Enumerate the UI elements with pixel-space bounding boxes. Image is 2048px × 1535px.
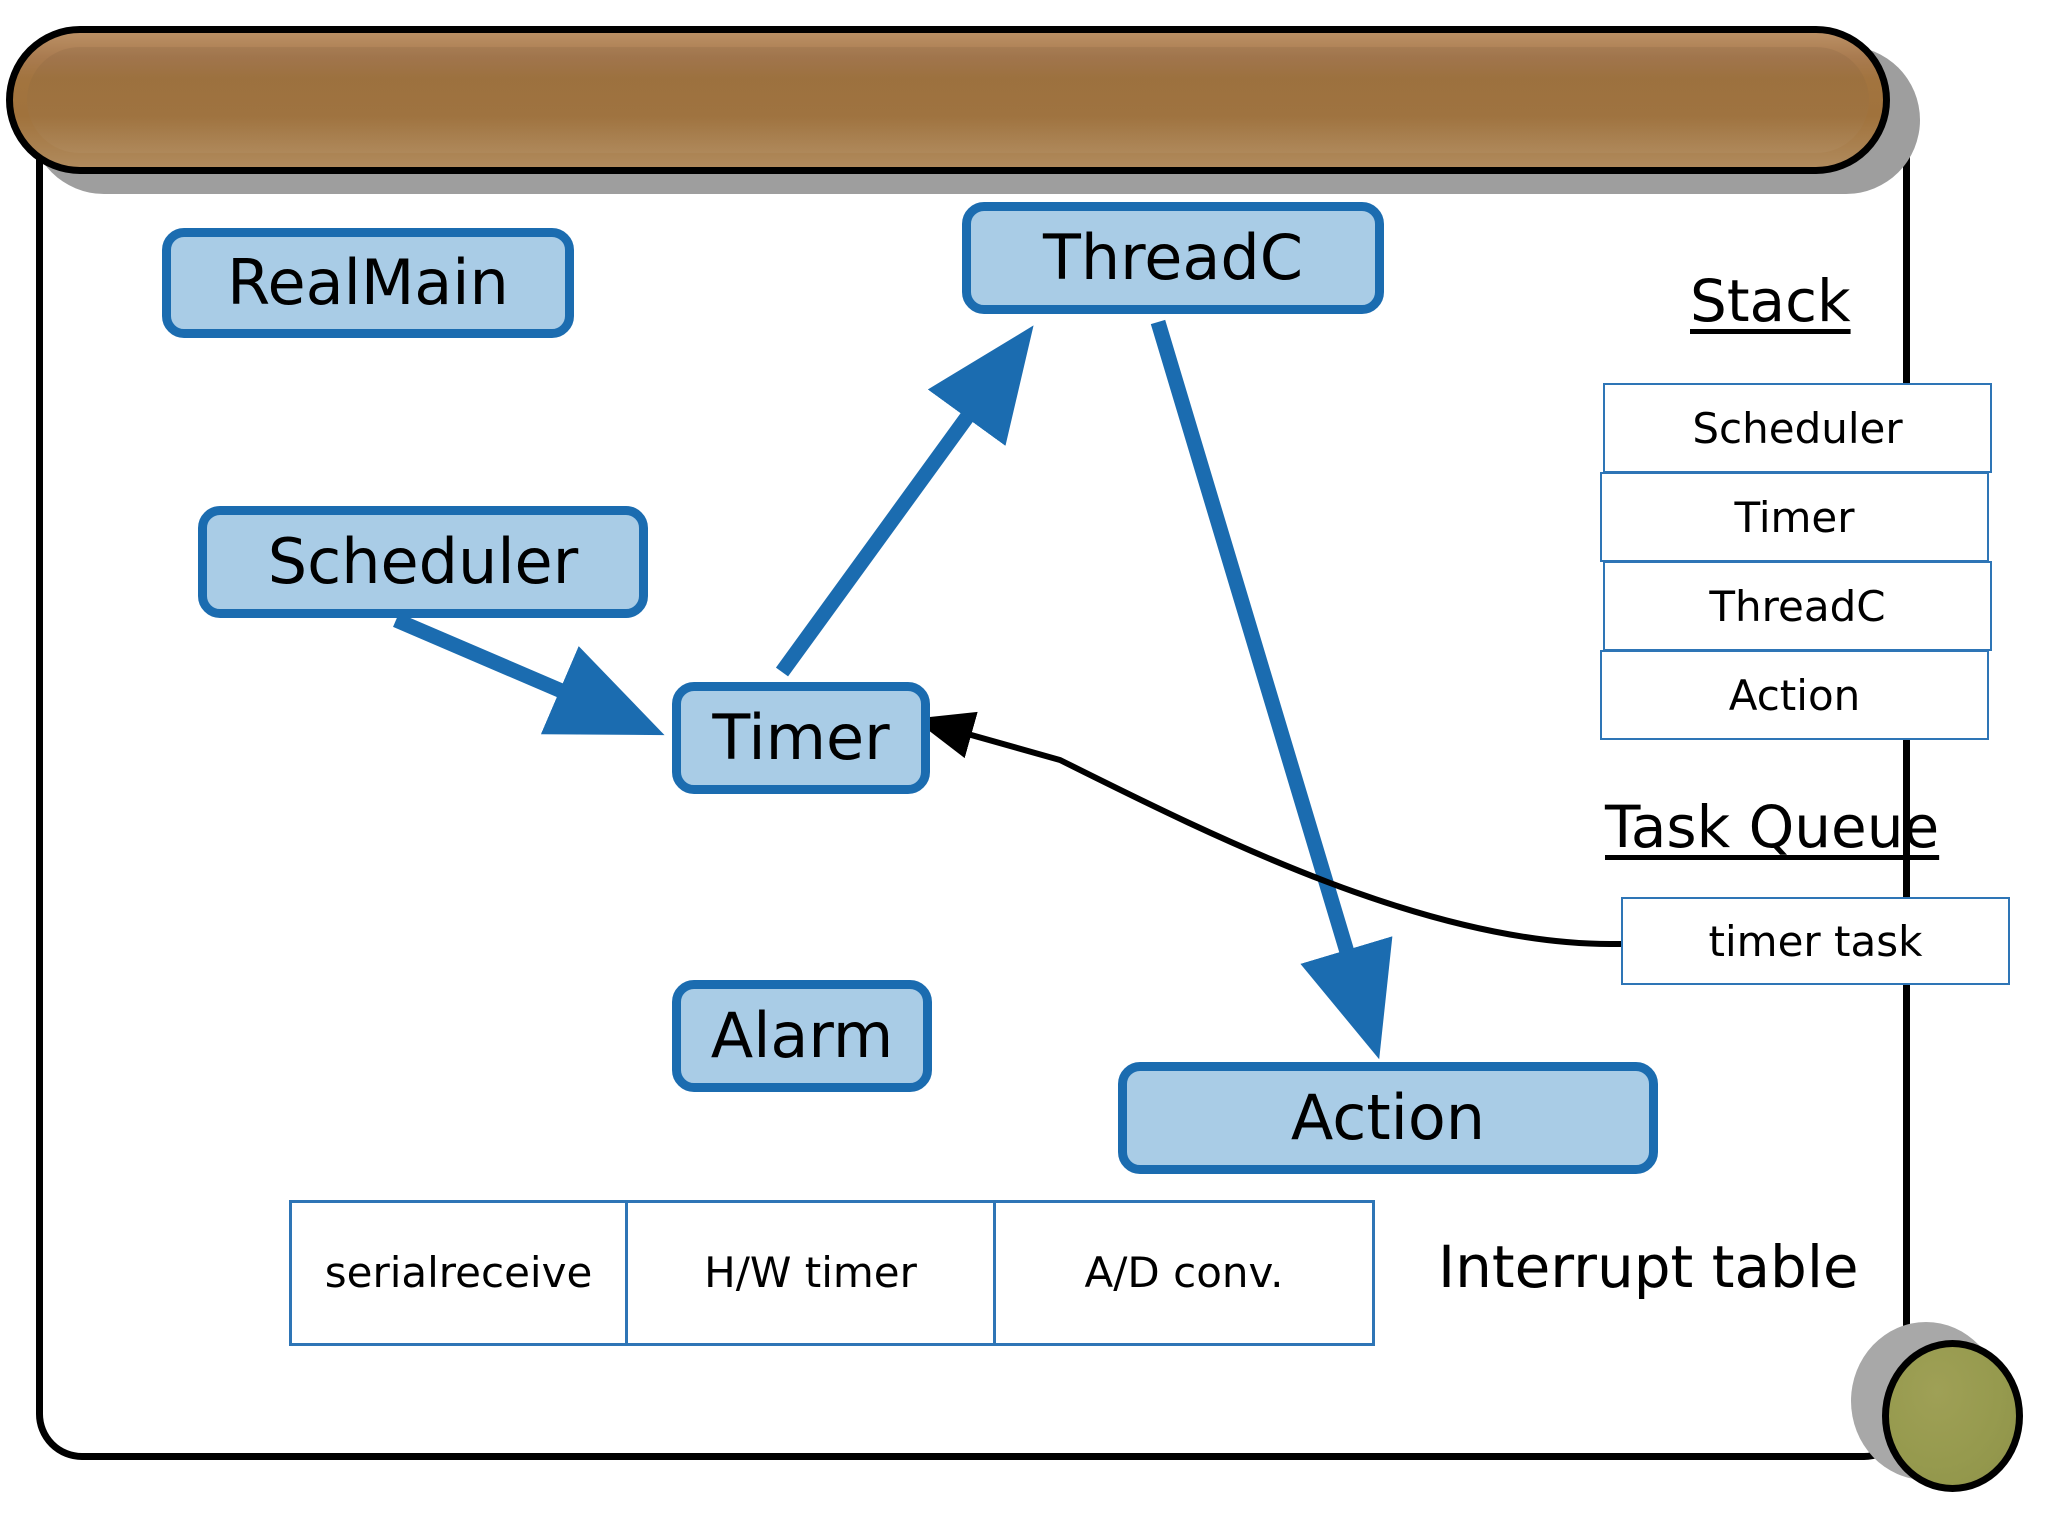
node-scheduler[interactable]: Scheduler <box>198 506 648 618</box>
interrupt-table-label: Interrupt table <box>1438 1233 1859 1301</box>
node-action[interactable]: Action <box>1118 1062 1658 1174</box>
olive-circle <box>1882 1340 2023 1492</box>
stack-frame-1: Timer <box>1600 472 1989 562</box>
node-threadc[interactable]: ThreadC <box>962 202 1384 314</box>
node-alarm[interactable]: Alarm <box>672 980 932 1092</box>
interrupt-cell-ad-conv: A/D conv. <box>1084 1247 1284 1297</box>
stack-title: Stack <box>1690 267 1851 335</box>
brown-bar <box>6 26 1890 174</box>
stack-frame-3: Action <box>1600 650 1989 740</box>
task-queue-item-0: timer task <box>1621 897 2010 985</box>
stack-frame-2: ThreadC <box>1603 561 1992 651</box>
interrupt-cell-hw-timer: H/W timer <box>628 1203 996 1343</box>
node-timer[interactable]: Timer <box>672 682 930 794</box>
node-realmain[interactable]: RealMain <box>162 228 574 338</box>
task-queue-title: Task Queue <box>1605 793 1940 861</box>
stack-frame-0: Scheduler <box>1603 383 1992 473</box>
